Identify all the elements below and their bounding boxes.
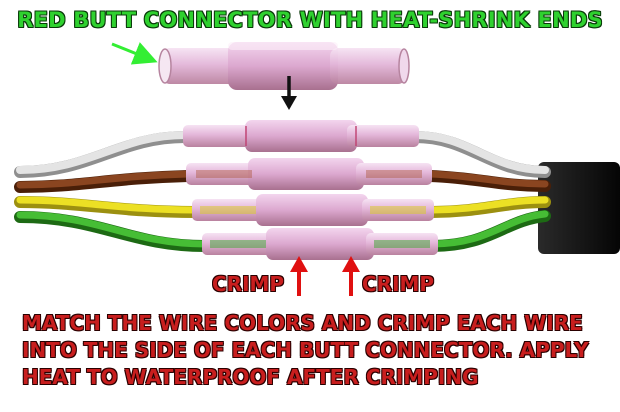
black-down-arrow-icon — [281, 76, 297, 110]
red-up-arrow-icon — [342, 256, 360, 296]
wire-yellow — [14, 196, 551, 218]
connector-green — [202, 228, 438, 260]
black-cable — [538, 162, 620, 254]
connector-white — [183, 120, 419, 152]
caption-line-3: HEAT TO WATERPROOF AFTER CRIMPING — [22, 365, 479, 389]
connector-brown — [186, 158, 432, 190]
butt-connector-sample — [158, 42, 410, 90]
caption-line-1: MATCH THE WIRE COLORS AND CRIMP EACH WIR… — [22, 311, 583, 335]
wire-brown — [14, 170, 551, 193]
diagram-title: RED BUTT CONNECTOR WITH HEAT-SHRINK ENDS — [17, 8, 603, 32]
wire-green — [14, 210, 551, 252]
connector-yellow — [192, 194, 434, 226]
instruction-caption: MATCH THE WIRE COLORS AND CRIMP EACH WIR… — [22, 310, 612, 391]
red-up-arrow-icon — [290, 256, 308, 296]
crimp-label-left: CRIMP — [212, 272, 285, 296]
green-arrow-icon — [111, 42, 158, 65]
caption-line-2: INTO THE SIDE OF EACH BUTT CONNECTOR. AP… — [22, 338, 589, 362]
crimp-label-right: CRIMP — [362, 272, 435, 296]
wire-white — [14, 131, 551, 178]
